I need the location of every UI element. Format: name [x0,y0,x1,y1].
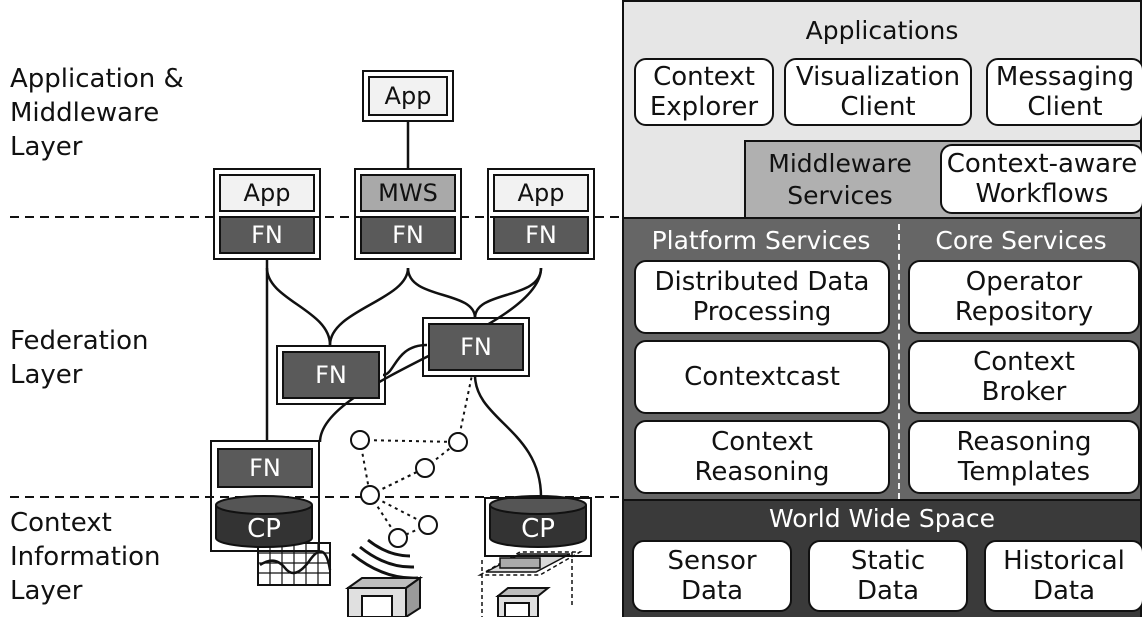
layer-label-application-middleware: Application & Middleware Layer [10,64,184,162]
core-services-title: Core Services [935,226,1107,255]
layer-label-context-information: Context Information Layer [10,508,161,606]
fn-node-1: FN [219,216,315,254]
platform-distributed-data-processing: Distributed Data Processing [634,260,890,334]
left-node-stack-2: MWS FN [354,168,462,260]
left-node-stack-3: App FN [487,168,595,260]
app-messaging-client: Messaging Client [986,58,1142,126]
applications-title: Applications [805,16,959,45]
wireless-icon [351,538,419,580]
fn-cp-stack-left: FN [210,440,320,552]
layer-label-federation: Federation Layer [10,326,149,390]
fn-node-3: FN [493,216,589,254]
fn-node-bottom: FN [217,448,313,488]
core-reasoning-templates: Reasoning Templates [908,420,1140,494]
architecture-stack: Applications Context Explorer Visualizat… [622,0,1142,617]
fn-federation-right-frame: FN [422,317,530,377]
link-fnmid-fnright [382,343,428,377]
middleware-services: Middleware Services [744,140,934,217]
sensor-device-icons [344,576,551,617]
wws-historical-data: Historical Data [984,540,1142,612]
platform-contextcast: Contextcast [634,340,890,414]
left-node-stack-1: App FN [213,168,321,260]
fn-federation-right: FN [428,323,524,371]
app-node-1: App [219,174,315,212]
wws-sensor-data: Sensor Data [632,540,792,612]
platform-services-title: Platform Services [651,226,871,255]
link-fn2-fnmid [328,267,410,346]
platform-context-reasoning: Context Reasoning [634,420,890,494]
core-operator-repository: Operator Repository [908,260,1140,334]
cp-node-right: CP [521,514,555,544]
link-fn1-fnmid [265,267,332,346]
link-fn2-fnright [406,267,477,319]
cp-device-plate [485,553,571,573]
fn-node-2: FN [360,216,456,254]
link-fnright-cp [473,374,543,498]
services-divider [898,224,900,499]
cp-node-left: CP [247,514,281,544]
world-wide-space-title: World Wide Space [768,504,996,533]
context-aware-workflows: Context-aware Workflows [940,144,1142,214]
fn-federation-left-frame: FN [276,345,386,405]
fn-federation-left: FN [282,351,380,399]
top-app-frame: App [362,70,454,122]
sensor-network-nodes [350,430,468,548]
wws-static-data: Static Data [808,540,968,612]
top-app-node: App [368,76,448,116]
mws-node: MWS [360,174,456,212]
cp-right-frame [484,497,592,557]
core-context-broker: Context Broker [908,340,1140,414]
app-context-explorer: Context Explorer [634,58,774,126]
app-node-3: App [493,174,589,212]
app-visualization-client: Visualization Client [784,58,972,126]
